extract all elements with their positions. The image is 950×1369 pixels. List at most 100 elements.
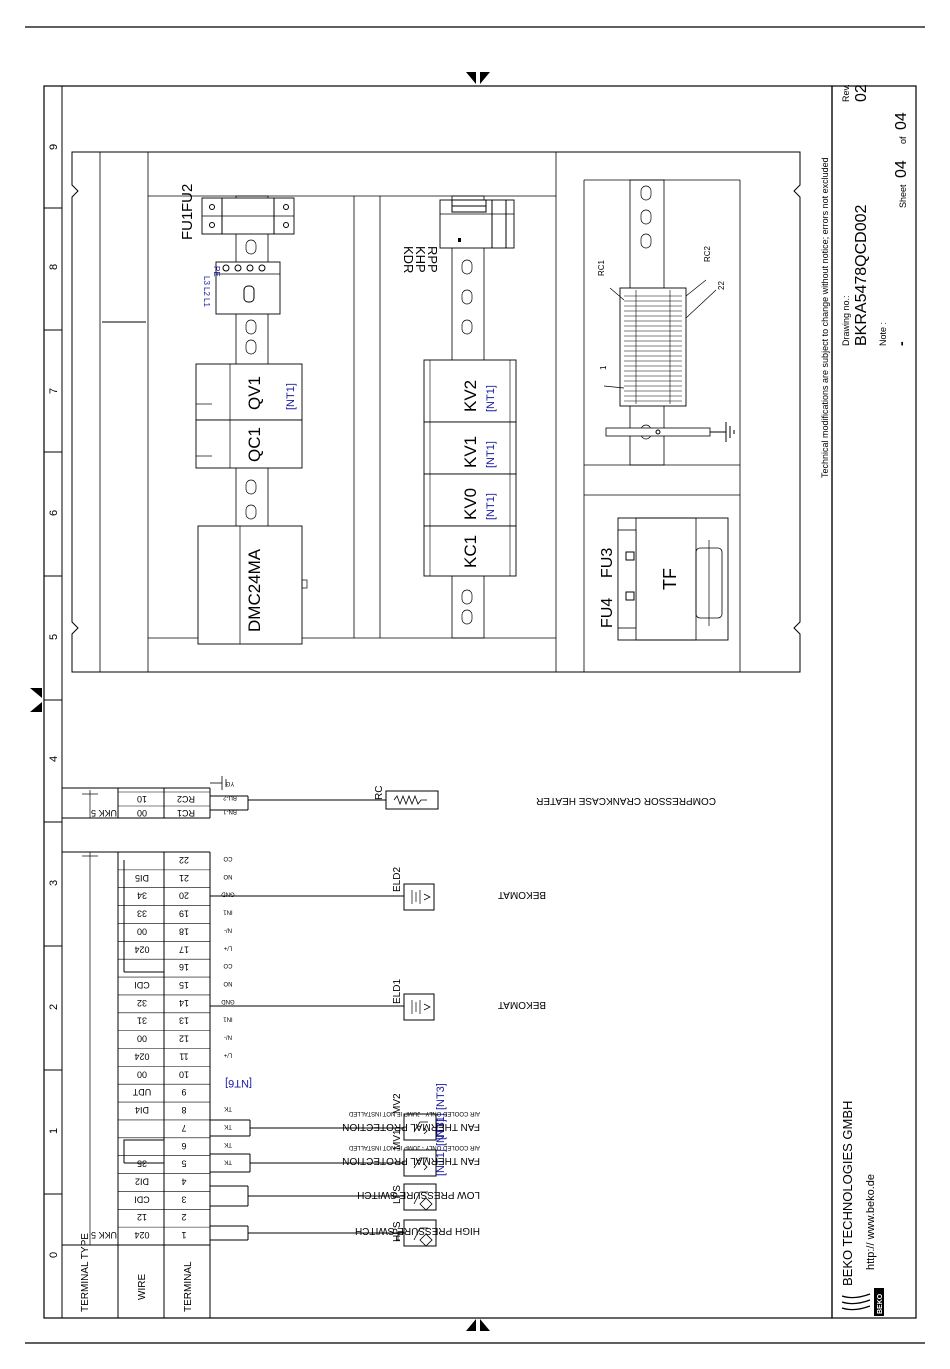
rc-type: UKK 5 <box>91 808 117 818</box>
label-fu4: FU4 <box>599 598 616 628</box>
pin-label: TK <box>224 1123 232 1129</box>
rev-value: 02 <box>853 84 870 102</box>
wire-number: UDT <box>132 1087 151 1097</box>
wire-number: 024 <box>134 944 149 954</box>
rc-terminal: RC2 <box>177 794 195 804</box>
note-label: Note : <box>878 322 888 346</box>
drawing-number: BKRA5478QCD002 <box>853 204 870 346</box>
terminal-number: 9 <box>181 1087 186 1097</box>
label-fu2: FU2 <box>179 184 196 212</box>
pin-label: L/+ <box>223 944 232 950</box>
grid-label-3: 3 <box>48 880 60 886</box>
wire-number: DI4 <box>135 1105 149 1115</box>
terminal-number: 12 <box>179 1034 189 1044</box>
header-wire: WIRE <box>137 1274 148 1300</box>
label-kv2: KV2 <box>461 380 480 412</box>
rc-wire: 10 <box>137 794 147 804</box>
note-kv1: [NT1] <box>485 441 497 468</box>
rev-label: Rev. <box>841 84 851 102</box>
label-tf: TF <box>660 568 680 590</box>
terminal-number: 11 <box>179 1051 188 1061</box>
beko-logo: BEKO <box>840 1288 884 1316</box>
pin-label: TK <box>224 1105 232 1111</box>
pin-label: TK <box>224 1159 232 1165</box>
tag-eld1: ELD1 <box>392 979 403 1004</box>
label-mv2: FAN THERMAL PROTECTION <box>342 1121 480 1132</box>
sheet-number: 04 <box>893 160 910 178</box>
wire-number: DI2 <box>135 1176 149 1186</box>
terminal-number: 1 <box>181 1230 186 1240</box>
note-mv1: AIR COOLED ONLY - JUMP IF NOT INSTALLED <box>348 1144 480 1150</box>
note-qv1: [NT1] <box>285 383 297 410</box>
note-value: - <box>893 341 909 346</box>
wire-number: 33 <box>137 909 147 919</box>
refs-mv1: [NT1] [NT3] <box>435 1119 447 1176</box>
label-l2: L2 <box>202 287 211 296</box>
grid-label-1: 1 <box>48 1128 60 1134</box>
wire-number: DI5 <box>135 873 149 883</box>
pin-label: IN1 <box>223 909 233 915</box>
rc-pin: BN-1 <box>223 808 237 814</box>
terminal-number: 22 <box>179 855 189 865</box>
label-mv1: FAN THERMAL PROTECTION <box>342 1155 480 1166</box>
label-l3: L3 <box>202 276 211 285</box>
terminal-number: 8 <box>181 1105 186 1115</box>
terminal-number: 3 <box>181 1194 186 1204</box>
website: http:// www.beko.de <box>865 1174 877 1270</box>
terminal-type: UKK 5 <box>91 1230 117 1240</box>
label-eld2: BEKOMAT <box>498 889 546 900</box>
pin-label: N/- <box>224 1034 232 1040</box>
terminal-number: 14 <box>179 998 189 1008</box>
pin-label: IN1 <box>223 1016 233 1022</box>
grid-label-5: 5 <box>48 634 60 640</box>
label-rpp: RPP <box>425 246 440 273</box>
label-lps: LOW PRESSURE SWITCH <box>357 1189 480 1200</box>
terminal-number: 20 <box>179 891 189 901</box>
tag-eld2: ELD2 <box>392 867 403 892</box>
note-nt6: [NT6] <box>225 1077 252 1089</box>
wire-number: 024 <box>134 1230 149 1240</box>
center-mark-top <box>466 72 490 84</box>
pin-label: NO <box>223 980 232 986</box>
tag-hps: HPS <box>392 1221 403 1242</box>
terminal-number: 7 <box>181 1123 186 1133</box>
pin-label: NO <box>223 873 232 879</box>
terminal-number: 18 <box>179 926 189 936</box>
label-pe: PE <box>212 266 221 277</box>
rc-terminal: RC1 <box>177 808 195 818</box>
pin-label: CO <box>223 855 232 861</box>
tag-mv2: MV2 <box>392 1093 403 1114</box>
label-eld1: BEKOMAT <box>498 999 546 1010</box>
rc-wire: 00 <box>137 808 147 818</box>
label-kv0: KV0 <box>461 488 480 520</box>
terminal-number: 17 <box>179 944 189 954</box>
label-hps: HIGH PRESSURE SWITCH <box>355 1225 480 1236</box>
label-fu3: FU3 <box>599 548 616 578</box>
wire-number: 00 <box>137 1034 147 1044</box>
wire-number: 00 <box>137 1069 147 1079</box>
wire-number: 32 <box>137 998 147 1008</box>
wire-number: 35 <box>137 1159 147 1169</box>
refs-mv2: [NT1] [NT3] <box>435 1083 447 1140</box>
title-block <box>831 85 917 1319</box>
terminal-number: 16 <box>179 962 189 972</box>
grid-label-4: 4 <box>48 756 60 762</box>
label-rc2: RC2 <box>703 245 712 262</box>
note-kv2: [NT1] <box>485 385 497 412</box>
label-rc1: RC1 <box>597 259 606 276</box>
of-label: of <box>898 136 908 144</box>
title-block-content: Technical modifications are subject to c… <box>820 84 910 1316</box>
label-dmc24ma: DMC24MA <box>245 548 264 632</box>
terminal-number: 2 <box>181 1212 186 1222</box>
header-terminal-type: TERMINAL TYPE <box>80 1233 91 1312</box>
terminal-number: 4 <box>181 1176 186 1186</box>
terminal-number: 6 <box>181 1141 186 1151</box>
note-mv2: AIR COOLED ONLY - JUMP IF NOT INSTALLED <box>348 1110 480 1116</box>
panel-layout: FU1 FU2 PE L3 L2 L1 QV1 [NT1] QC1 DMC24M… <box>71 151 801 673</box>
label-kdr: KDR <box>401 246 416 273</box>
tag-lps: LPS <box>392 1185 403 1204</box>
wire-number: CDI <box>134 1194 150 1204</box>
pin-label: GND <box>221 891 235 897</box>
